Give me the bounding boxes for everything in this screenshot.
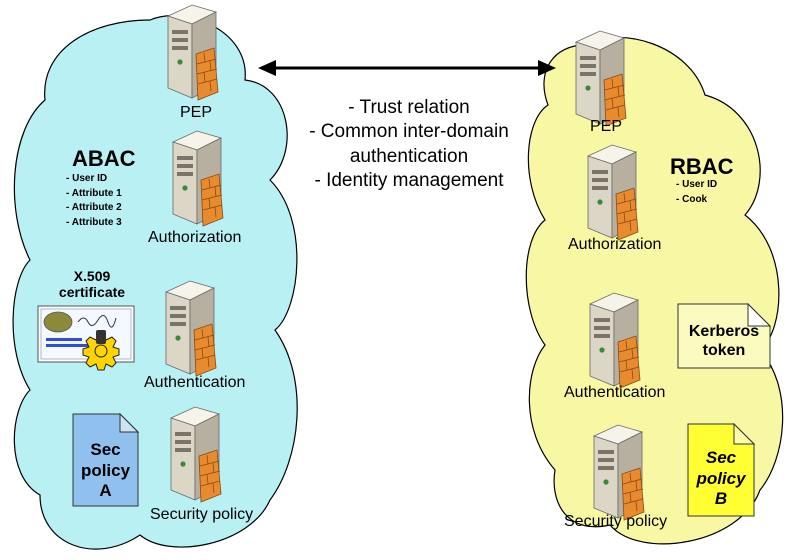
abac-attribute-list: - User ID - Attribute 1 - Attribute 2 - … [66, 172, 122, 230]
kerberos-token-document-icon [677, 302, 772, 369]
abac-attribute: - Attribute 2 [66, 202, 122, 213]
right-authentication-server-icon [589, 292, 641, 389]
left-policy-document-icon [72, 412, 140, 507]
right-policy-document-text: Sec policy B [688, 448, 754, 510]
right-authorization-label: Authorization [568, 236, 662, 253]
abac-attribute: - Attribute 1 [66, 187, 122, 199]
relation-line-4: - Identity management [314, 169, 504, 191]
certificate-title: X.509 certificate [44, 268, 140, 300]
left-authorization-server-icon [172, 130, 224, 227]
left-security-policy-server-icon [170, 406, 222, 503]
policy-text-line: Sec [90, 440, 121, 459]
left-authentication-server-icon [165, 280, 217, 377]
abac-attribute: - Attribute 3 [66, 216, 122, 228]
gear-icon [82, 330, 120, 371]
kerberos-token-text: Kerberos token [678, 322, 770, 360]
left-authorization-label: Authorization [148, 229, 242, 246]
double-headed-arrow-icon [258, 60, 556, 76]
abac-attribute: - User ID [66, 173, 108, 184]
token-text-line: token [702, 342, 746, 360]
left-policy-document-text: Sec policy A [73, 440, 138, 502]
right-security-policy-server-icon [593, 424, 645, 521]
certificate-title-line: X.509 [73, 268, 111, 284]
rbac-attribute: - User ID [676, 179, 718, 190]
policy-text-line: policy [80, 460, 131, 480]
token-text-line: Kerberos [688, 323, 760, 340]
rbac-attribute: - Cook [676, 193, 708, 205]
right-pep-server-icon [575, 30, 627, 127]
left-authentication-label: Authentication [144, 374, 246, 391]
right-pep-label: PEP [590, 118, 623, 135]
policy-text-line: B [714, 489, 728, 509]
rbac-attribute-list: - User ID - Cook [676, 178, 717, 207]
relation-text: - Trust relation - Common inter-domain a… [286, 96, 532, 193]
right-policy-document-icon [687, 422, 756, 517]
left-pep-server-icon [167, 4, 219, 101]
right-authorization-server-icon [587, 144, 639, 241]
right-authentication-label: Authentication [564, 384, 666, 401]
relation-line-2: - Common inter-domain [309, 121, 509, 143]
certificate-title-line: certificate [58, 284, 126, 301]
policy-text-line: A [99, 481, 112, 501]
policy-text-line: Sec [705, 448, 737, 467]
rbac-title: RBAC [670, 154, 734, 179]
left-pep-label: PEP [180, 104, 213, 121]
policy-text-line: policy [696, 468, 746, 488]
relation-line-3: authentication [349, 145, 469, 167]
abac-title: ABAC [72, 146, 136, 171]
right-security-policy-label: Security policy [564, 513, 668, 530]
relation-line-1: - Trust relation [348, 97, 470, 118]
left-security-policy-label: Security policy [150, 506, 254, 523]
